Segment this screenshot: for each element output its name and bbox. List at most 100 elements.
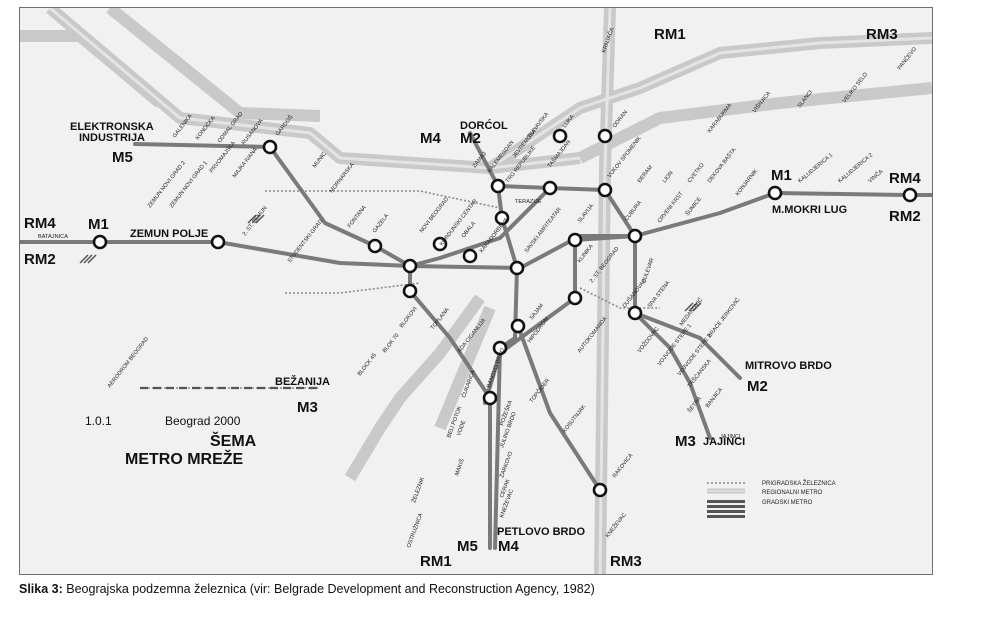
station-sajam bbox=[492, 340, 508, 356]
label-m4-bottom: M4 bbox=[498, 538, 519, 555]
station-label: BANJICA bbox=[705, 387, 724, 410]
station-label: SIVA STENA bbox=[647, 280, 672, 309]
label-m3-left: M3 bbox=[297, 399, 318, 416]
station-dusanovac bbox=[627, 305, 643, 321]
station-label: VODE bbox=[456, 419, 467, 436]
place-dorcol: DORĆOL bbox=[460, 119, 508, 132]
station-label: MAKIŠ bbox=[453, 458, 466, 477]
place-pancevo: PANČEVO bbox=[896, 45, 919, 71]
regional-metro-inner bbox=[49, 8, 932, 574]
station-label: BLOKOVI bbox=[399, 306, 419, 329]
place-elektronska: ELEKTRONSKA bbox=[70, 121, 154, 133]
station-banovo-brdo bbox=[482, 390, 498, 406]
station-label: ŽELEZNIK bbox=[409, 476, 426, 504]
station-trg bbox=[490, 178, 506, 194]
label-rm3-top: RM3 bbox=[866, 26, 898, 43]
station-label: JAJINCI bbox=[720, 434, 741, 440]
station-label: ĆUBURA bbox=[623, 199, 643, 222]
station-luka bbox=[552, 128, 568, 144]
hatch-marks bbox=[79, 214, 702, 312]
station-label: CVETKO bbox=[687, 162, 706, 184]
station-mokri-lug bbox=[767, 185, 783, 201]
label-rm4-right: RM4 bbox=[889, 170, 921, 187]
station-label: MAJKA IVANA bbox=[232, 147, 259, 179]
label-m1-right: M1 bbox=[771, 167, 792, 184]
station-cubura bbox=[627, 228, 643, 244]
station-label: NOVI BEOGRAD bbox=[419, 196, 450, 234]
station-label: 2. ST. ZEMUN bbox=[242, 205, 269, 237]
station-label: LION bbox=[662, 170, 675, 184]
place-aerodrom: AERODROM BEOGRAD bbox=[107, 336, 150, 389]
station-ns-2 bbox=[402, 283, 418, 299]
station-label: BULEVAR bbox=[641, 257, 655, 283]
station-autokomanda-node bbox=[567, 290, 583, 306]
place-batajnica: BATAJNICA bbox=[38, 234, 68, 240]
station-label: VOŽDOVAC bbox=[635, 325, 660, 354]
station-zemun-polje bbox=[210, 234, 226, 250]
station-vukov-spomenik bbox=[597, 182, 613, 198]
station-novi-beograd bbox=[432, 236, 448, 252]
station-slavija bbox=[567, 232, 583, 248]
station-dunav bbox=[597, 128, 613, 144]
station-zemun-polje-west bbox=[92, 234, 108, 250]
station-label: OBALA bbox=[461, 221, 477, 240]
station-terazije bbox=[494, 210, 510, 226]
title-number: 1.0.1 bbox=[85, 414, 112, 428]
label-rm2-right: RM2 bbox=[889, 208, 921, 225]
map-frame: PRIGRADSKA ŽELEZNICA REGIONALNI METRO GR… bbox=[19, 7, 933, 575]
label-m4-top: M4 bbox=[420, 130, 441, 147]
station-label: ODRAN bbox=[612, 110, 629, 130]
caption-text: Beograjska podzemna železnica (vir: Belg… bbox=[62, 582, 595, 596]
station-label: KONJARNIK bbox=[735, 168, 760, 197]
station-label: TERAZIJE bbox=[515, 199, 542, 205]
metro-network-map: PRIGRADSKA ŽELEZNICA REGIONALNI METRO GR… bbox=[20, 8, 932, 574]
caption-label: Slika 3: bbox=[19, 582, 63, 596]
station-label: FONTANA bbox=[347, 205, 368, 230]
label-m3-right: M3 bbox=[675, 433, 696, 450]
station-obala bbox=[462, 248, 478, 264]
label-rm1-bottom: RM1 bbox=[420, 553, 452, 570]
label-m5-bottom: M5 bbox=[457, 538, 478, 555]
place-jajinci: JAJINCI bbox=[703, 436, 745, 448]
station-label: ZEMUN NOVI GRAD 2 bbox=[147, 160, 187, 209]
station-label: MUNIC bbox=[312, 151, 328, 169]
station-label: KNEŽEVAC bbox=[603, 511, 628, 539]
station-label: KALUDJERICA 1 bbox=[797, 152, 834, 184]
station-label: GAZELA bbox=[372, 213, 390, 234]
station-label: MORNARSKA bbox=[329, 162, 356, 194]
title-metro-mreze: METRO MREŽE bbox=[125, 449, 244, 468]
legend-item-regional: REGIONALNI METRO bbox=[762, 490, 823, 496]
label-m1-left: M1 bbox=[88, 216, 109, 233]
station-label: DEKOVA BAŠTA bbox=[706, 147, 738, 185]
place-petlovo-brdo: PETLOVO BRDO bbox=[497, 526, 585, 538]
station-savski bbox=[509, 260, 525, 276]
station-label: KLINIKA bbox=[577, 243, 595, 264]
station-label: ZEMUN NOVI GRAD 1 bbox=[169, 160, 209, 209]
station-label: SAJAM bbox=[529, 303, 545, 322]
legend-item-suburban: PRIGRADSKA ŽELEZNICA bbox=[762, 479, 836, 487]
label-rm3-bottom: RM3 bbox=[610, 553, 642, 570]
place-mitrovo-brdo: MITROVO BRDO bbox=[745, 360, 832, 372]
station-label: ŠUMICE bbox=[684, 196, 703, 218]
stations bbox=[92, 128, 918, 498]
station-label: MEDAKOVIĆ bbox=[678, 296, 704, 327]
legend: PRIGRADSKA ŽELEZNICA REGIONALNI METRO GR… bbox=[707, 479, 836, 518]
station-label: RAKOVICA bbox=[612, 453, 635, 480]
station-east-end bbox=[902, 187, 918, 203]
station-label: ŽARKOVO bbox=[497, 450, 514, 479]
place-industrija: INDUSTRIJA bbox=[79, 132, 145, 144]
station-label: BLOK 70 bbox=[382, 333, 401, 355]
station-label: BLOCK 45 bbox=[357, 352, 378, 377]
city-metro-lines bbox=[20, 131, 932, 550]
label-m2-right: M2 bbox=[747, 378, 768, 395]
title-sema: ŠEMA bbox=[210, 431, 257, 450]
station-gardos bbox=[262, 139, 278, 155]
station-label: VINČA bbox=[867, 168, 885, 185]
station-label: KOSUTNJAK bbox=[562, 404, 588, 434]
station-label: SLAVIJA bbox=[577, 203, 595, 224]
station-gazela bbox=[367, 238, 383, 254]
label-rm1-top: RM1 bbox=[654, 26, 686, 43]
station-tasmajdan bbox=[542, 180, 558, 196]
label-m5-left: M5 bbox=[112, 149, 133, 166]
title-block: 1.0.1 Beograd 2000 ŠEMA METRO MREŽE bbox=[85, 414, 257, 468]
